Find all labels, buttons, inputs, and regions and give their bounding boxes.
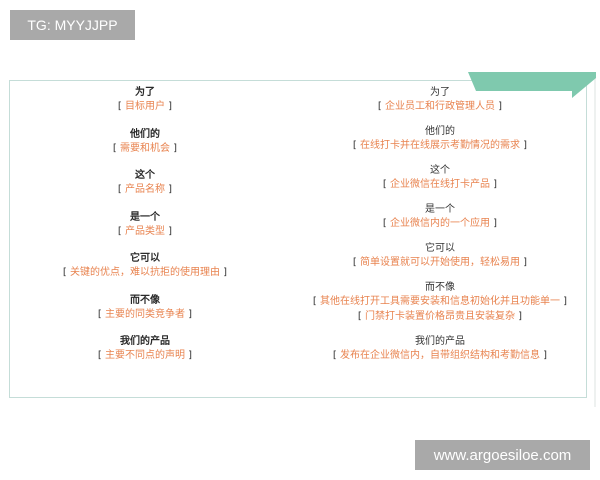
close-bracket: ]	[560, 296, 568, 307]
green-ribbon-decoration	[468, 72, 596, 98]
block-heading: 我们的产品	[120, 336, 170, 347]
block-value: 目标用户	[125, 101, 165, 112]
block-heading: 他们的	[425, 126, 455, 137]
open-bracket: [	[357, 311, 365, 322]
close-bracket: ]	[165, 184, 173, 195]
close-bracket: ]	[490, 179, 498, 190]
page-edge-strip	[594, 72, 596, 407]
close-bracket: ]	[170, 142, 178, 154]
watermark-top-left: TG: MYYJJPP	[10, 10, 135, 40]
block-value-line: [ 企业微信内的一个应用 ]	[383, 216, 497, 231]
block-value-line: [ 简单设置就可以开始使用，轻松易用 ]	[353, 255, 527, 270]
example-block-competitor: 而不像 [ 其他在线打开工具需要安装和信息初始化并且功能单一 ] [ 门禁打卡装…	[313, 281, 567, 324]
block-value: 企业员工和行政管理人员	[385, 101, 495, 112]
close-bracket: ]	[540, 350, 548, 361]
block-value: 主要不同点的声明	[105, 350, 185, 361]
block-value-line: [ 在线打卡并在线展示考勤情况的需求 ]	[353, 138, 527, 153]
open-bracket: [	[97, 308, 105, 320]
block-heading: 是一个	[130, 211, 160, 223]
template-block-differentiation: 我们的产品 [ 主要不同点的声明 ]	[98, 335, 192, 363]
open-bracket: [	[117, 101, 125, 112]
example-block-product-name: 这个 [ 企业微信在线打卡产品 ]	[383, 164, 497, 192]
template-block-product-name: 这个 [ 产品名称 ]	[118, 169, 172, 197]
block-value: 简单设置就可以开始使用，轻松易用	[360, 257, 520, 268]
block-value: 需要和机会	[120, 142, 170, 154]
block-value-line: [ 产品名称 ]	[118, 182, 172, 197]
block-heading: 而不像	[130, 294, 160, 306]
block-value: 关键的优点，难以抗拒的使用理由	[70, 267, 220, 278]
block-heading: 他们的	[130, 128, 160, 140]
positioning-statement-frame	[9, 80, 587, 398]
template-block-target-user: 为了 [ 目标用户 ]	[118, 86, 172, 114]
open-bracket: [	[97, 350, 105, 361]
example-block-product-type: 是一个 [ 企业微信内的一个应用 ]	[383, 203, 497, 231]
open-bracket: [	[377, 101, 385, 112]
block-value-line: [ 关键的优点，难以抗拒的使用理由 ]	[63, 265, 227, 280]
block-heading: 它可以	[425, 243, 455, 254]
block-value: 其他在线打开工具需要安装和信息初始化并且功能单一	[320, 296, 560, 307]
block-value-line: [ 目标用户 ]	[118, 99, 172, 114]
close-bracket: ]	[165, 101, 173, 112]
block-value-line: [ 企业员工和行政管理人员 ]	[378, 99, 502, 114]
block-value: 企业微信在线打卡产品	[390, 179, 490, 190]
close-bracket: ]	[495, 101, 503, 112]
example-block-differentiation: 我们的产品 [ 发布在企业微信内，自带组织结构和考勤信息 ]	[333, 335, 547, 363]
open-bracket: [	[382, 218, 390, 229]
block-heading: 为了	[135, 87, 155, 98]
block-heading: 它可以	[130, 253, 160, 264]
block-heading: 这个	[430, 165, 450, 176]
close-bracket: ]	[185, 350, 193, 361]
close-bracket: ]	[165, 225, 173, 237]
close-bracket: ]	[515, 311, 523, 322]
block-value: 产品类型	[125, 225, 165, 237]
example-block-key-benefit: 它可以 [ 简单设置就可以开始使用，轻松易用 ]	[353, 242, 527, 270]
example-block-needs: 他们的 [ 在线打卡并在线展示考勤情况的需求 ]	[353, 125, 527, 153]
template-block-product-type: 是一个 [ 产品类型 ]	[118, 211, 172, 239]
watermark-bottom-right: www.argoesiloe.com	[415, 440, 590, 470]
example-block-target-user: 为了 [ 企业员工和行政管理人员 ]	[378, 86, 502, 114]
close-bracket: ]	[520, 140, 528, 151]
block-value-line: [ 主要不同点的声明 ]	[98, 348, 192, 363]
template-block-competitor: 而不像 [ 主要的同类竞争者 ]	[98, 294, 192, 322]
open-bracket: [	[312, 296, 320, 307]
example-column: 为了 [ 企业员工和行政管理人员 ] 他们的 [ 在线打卡并在线展示考勤情况的需…	[300, 86, 580, 374]
open-bracket: [	[352, 257, 360, 268]
close-bracket: ]	[185, 308, 193, 320]
open-bracket: [	[352, 140, 360, 151]
block-value-line: [ 发布在企业微信内，自带组织结构和考勤信息 ]	[333, 348, 547, 363]
block-value-line: [ 产品类型 ]	[118, 224, 172, 239]
close-bracket: ]	[220, 267, 228, 278]
open-bracket: [	[332, 350, 340, 361]
block-heading: 是一个	[425, 204, 455, 215]
open-bracket: [	[112, 142, 120, 154]
block-value-line: [ 主要的同类竞争者 ]	[98, 307, 192, 322]
block-value: 主要的同类竞争者	[105, 308, 185, 320]
block-heading: 为了	[430, 87, 450, 98]
template-column: 为了 [ 目标用户 ] 他们的 [ 需要和机会 ] 这个 [ 产品名称 ] 是一…	[20, 86, 270, 377]
block-heading: 这个	[135, 170, 155, 181]
block-value-line: [ 企业微信在线打卡产品 ]	[383, 177, 497, 192]
block-value: 产品名称	[125, 184, 165, 195]
block-value: 企业微信内的一个应用	[390, 218, 490, 229]
block-value: 门禁打卡装置价格昂贵且安装复杂	[365, 311, 515, 322]
block-value-line: [ 门禁打卡装置价格昂贵且安装复杂 ]	[358, 309, 522, 324]
close-bracket: ]	[520, 257, 528, 268]
open-bracket: [	[117, 184, 125, 195]
open-bracket: [	[117, 225, 125, 237]
block-heading: 而不像	[425, 282, 455, 293]
open-bracket: [	[382, 179, 390, 190]
block-value: 发布在企业微信内，自带组织结构和考勤信息	[340, 350, 540, 361]
open-bracket: [	[62, 267, 70, 278]
close-bracket: ]	[490, 218, 498, 229]
template-block-key-benefit: 它可以 [ 关键的优点，难以抗拒的使用理由 ]	[63, 252, 227, 280]
block-value: 在线打卡并在线展示考勤情况的需求	[360, 140, 520, 151]
template-block-needs: 他们的 [ 需要和机会 ]	[113, 128, 177, 156]
block-heading: 我们的产品	[415, 336, 465, 347]
block-value-line: [ 其他在线打开工具需要安装和信息初始化并且功能单一 ]	[313, 294, 567, 309]
block-value-line: [ 需要和机会 ]	[113, 141, 177, 156]
